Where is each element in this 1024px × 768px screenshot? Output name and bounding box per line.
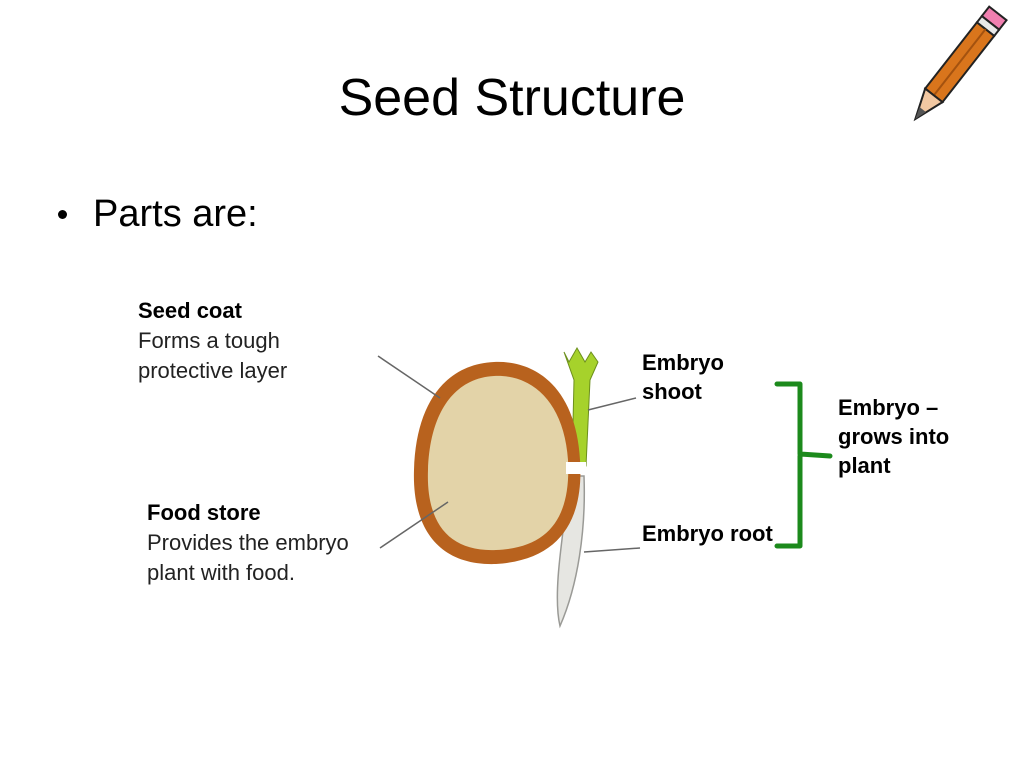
food-store-desc-line2: plant with food. [147,560,295,585]
embryo-root-pointer [583,547,641,553]
embryo-bracket [774,381,833,549]
seed-coat-desc-line2: protective layer [138,358,288,383]
slide-title: Seed Structure [338,69,686,127]
embryo-shoot-line1: Embryo [642,350,724,375]
embryo-line1: Embryo – [838,395,939,420]
seed-coat-desc-line1: Forms a tough [138,328,280,353]
embryo-root-label: Embryo root [642,521,773,546]
food-store-desc-line1: Provides the embryo [147,530,349,555]
seed-coat-pointer [377,355,441,399]
food-store-label: Food store Provides the embryo plant wit… [147,498,349,588]
bullet-dot-icon [58,209,67,219]
food-store-shape [427,375,569,551]
embryo-shoot-pointer [587,397,637,411]
embryo-line2: grows into [838,424,950,449]
bullet-item: Parts are: [58,190,258,238]
bullet-text: Parts are: [93,193,258,235]
seed-coat-heading: Seed coat [138,298,242,323]
embryo-shoot-line2: shoot [642,379,702,404]
embryo-line3: plant [838,453,891,478]
embryo-shoot-label: Embryo shoot [642,348,724,406]
food-store-pointer [379,501,449,549]
embryo-label: Embryo – grows into plant [838,393,949,480]
food-store-heading: Food store [147,500,261,525]
seed-coat-label: Seed coat Forms a tough protective layer [138,296,287,386]
